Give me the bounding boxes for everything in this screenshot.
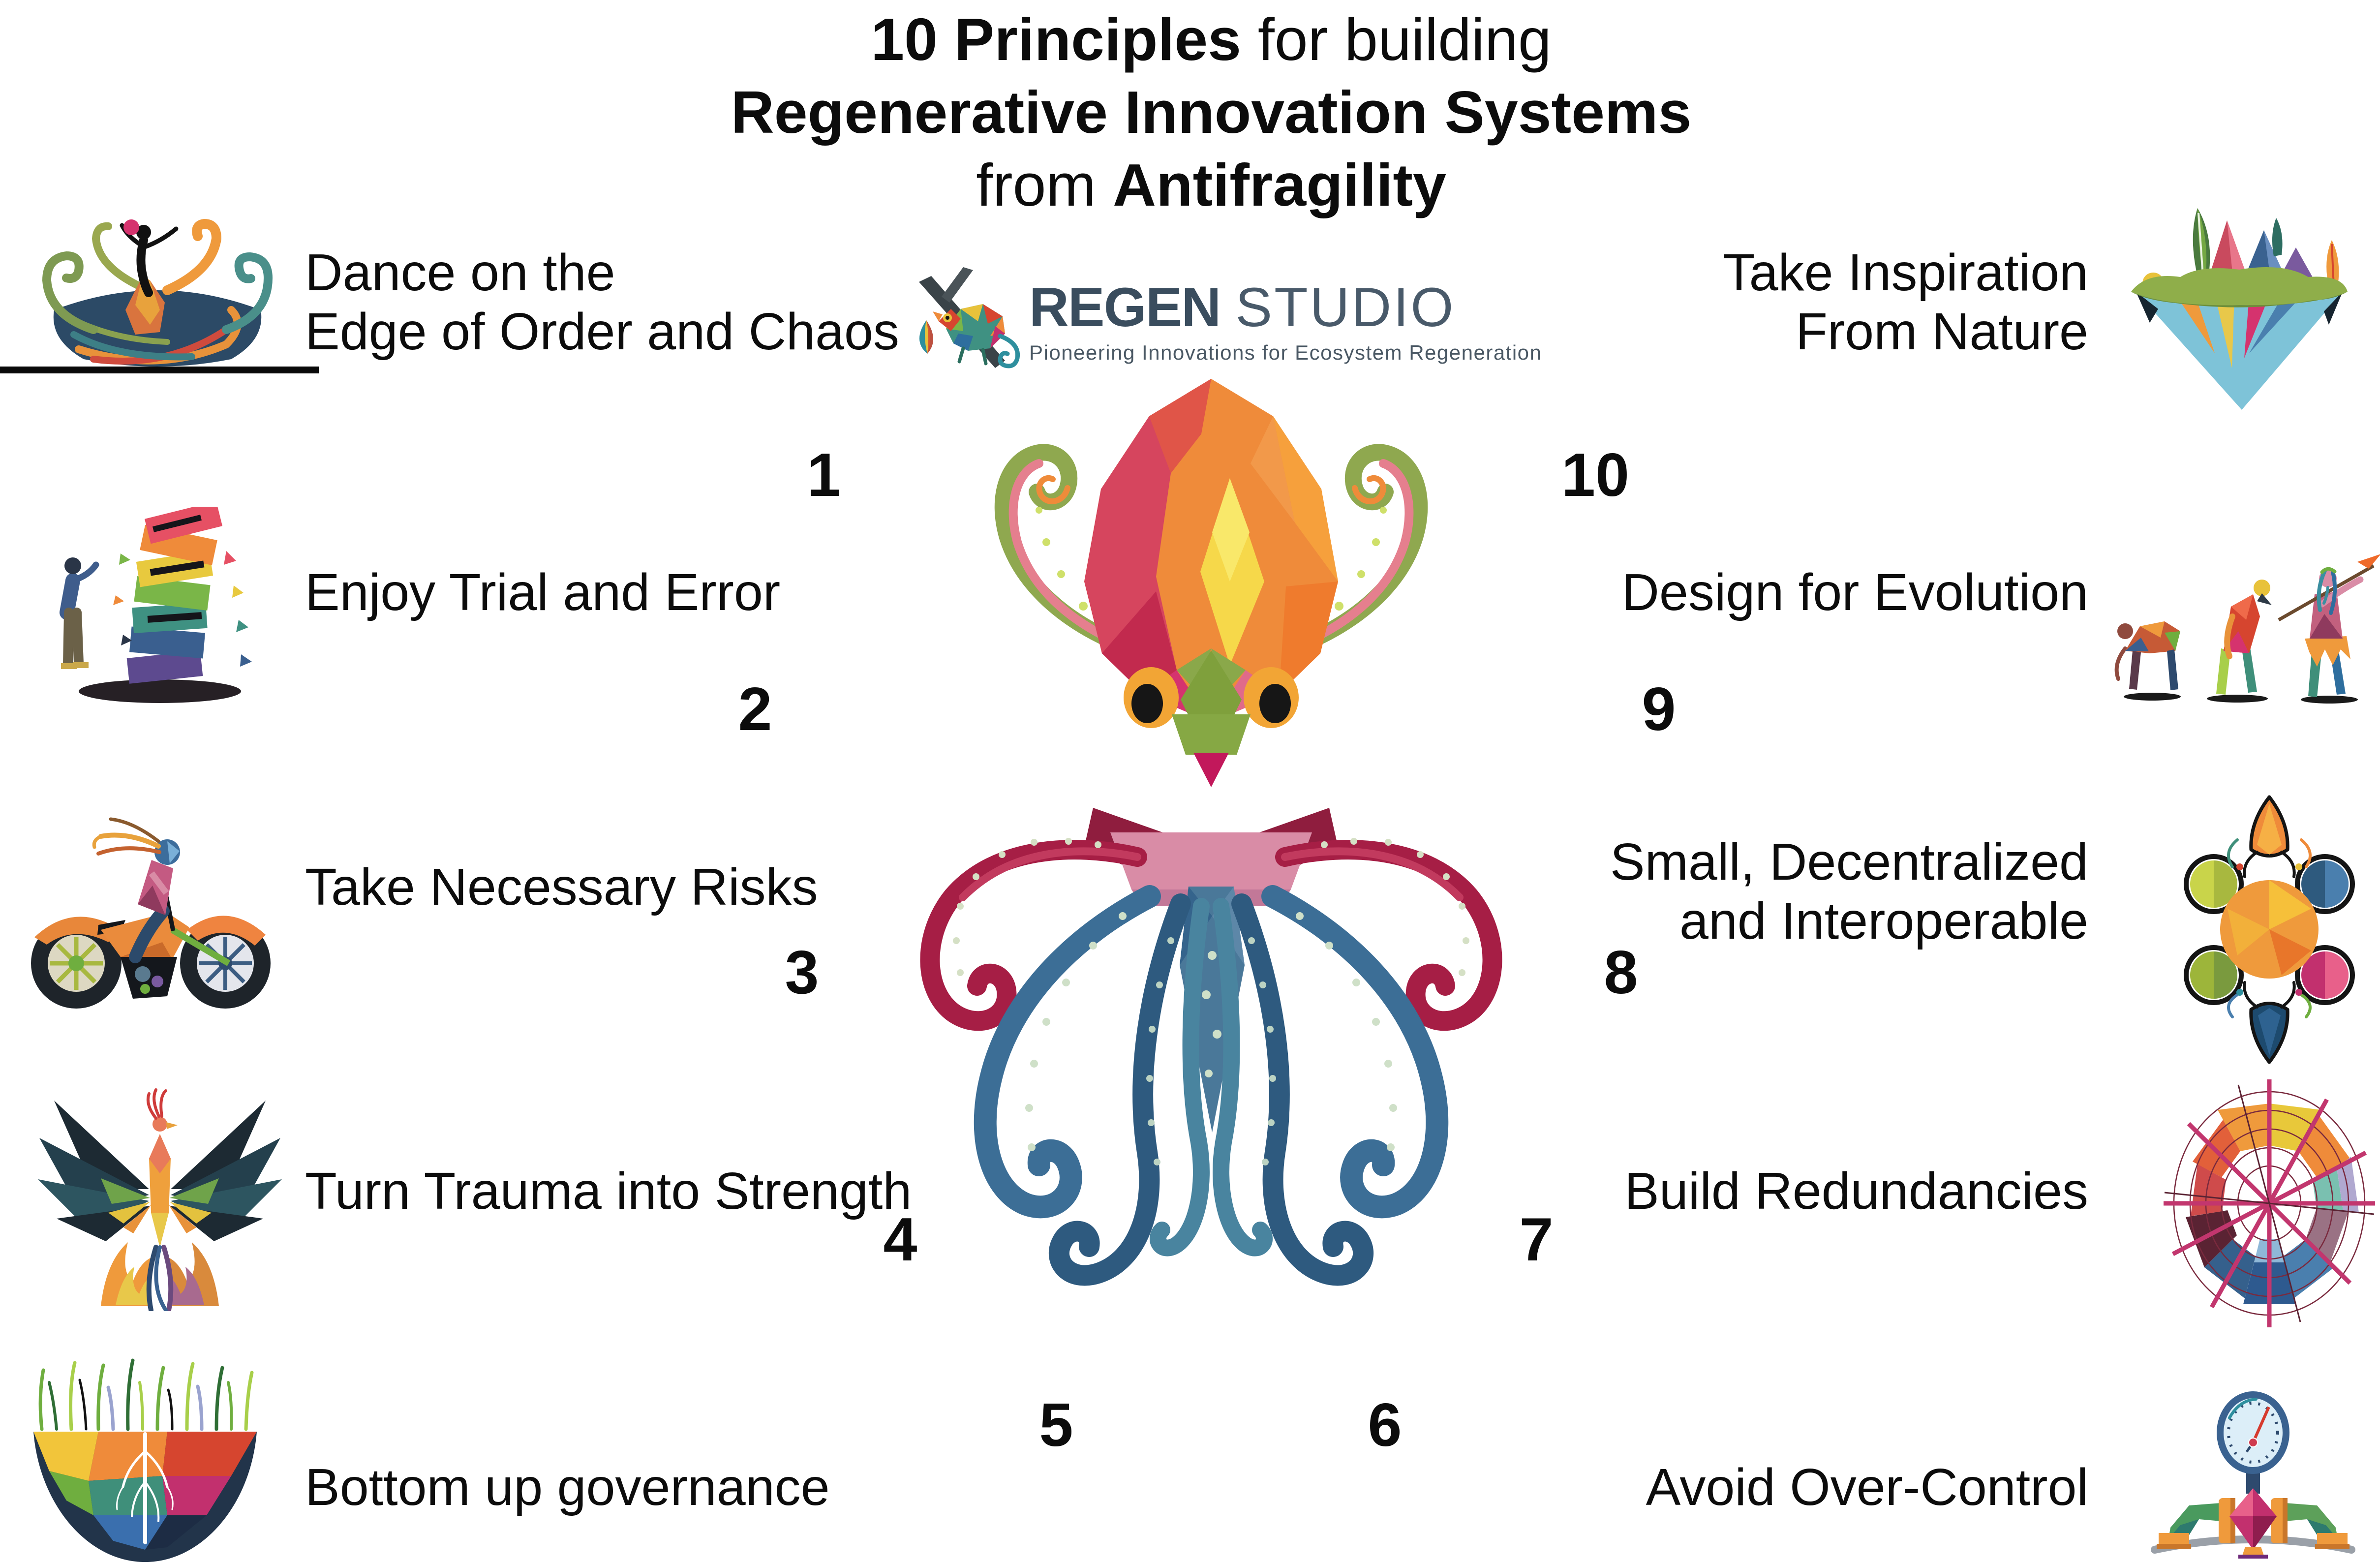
- dancer-icon: [42, 219, 273, 367]
- principle-label-5: Bottom up governance: [305, 1458, 830, 1516]
- evolution-icon: [2114, 554, 2380, 704]
- falling-blocks-icon: [60, 507, 252, 703]
- octopus-number-6: 6: [1368, 1391, 1402, 1459]
- octopus-number-4: 4: [883, 1206, 917, 1274]
- motorcycle-icon: [31, 817, 271, 1009]
- dancer-baseline: [0, 367, 319, 373]
- octopus-number-9: 9: [1642, 675, 1676, 743]
- logo-tagline: Pioneering Innovations for Ecosystem Reg…: [1029, 341, 1542, 364]
- principle-label-10: Take Inspiration From Nature: [1723, 244, 2088, 361]
- title-line-1: 10 Principles for building: [42, 3, 2380, 76]
- octopus-number-1: 1: [807, 441, 841, 509]
- title-line3-prefix: from: [976, 152, 1113, 218]
- octopus-number-3: 3: [785, 939, 819, 1007]
- octopus-number-10: 10: [1561, 441, 1629, 509]
- principle-label-7: Build Redundancies: [1624, 1162, 2088, 1220]
- octopus-number-7: 7: [1519, 1206, 1554, 1274]
- octopus-number-2: 2: [738, 675, 772, 743]
- principle-label-9: Design for Evolution: [1621, 563, 2088, 621]
- spiderweb-icon: [2164, 1079, 2375, 1327]
- page-title: 10 Principles for building Regenerative …: [42, 3, 2380, 221]
- roots-icon: [33, 1358, 257, 1562]
- octopus-number-8: 8: [1604, 939, 1638, 1007]
- principle-label-4: Turn Trauma into Strength: [305, 1162, 912, 1220]
- logo-wordmark: REGEN STUDIO: [1029, 276, 1542, 339]
- principle-label-2: Enjoy Trial and Error: [305, 563, 781, 621]
- pressure-gauge-icon: [2151, 1391, 2355, 1559]
- title-line3-bold: Antifragility: [1113, 152, 1446, 218]
- phoenix-icon: [38, 1088, 282, 1311]
- chameleon-icon: [919, 267, 1020, 368]
- principle-label-3: Take Necessary Risks: [305, 858, 818, 916]
- mandala-icon: [2184, 795, 2355, 1064]
- logo-name-secondary: STUDIO: [1235, 276, 1456, 338]
- title-line1-rest: for building: [1241, 6, 1552, 73]
- title-line1-bold: 10 Principles: [871, 6, 1241, 73]
- principle-label-8: Small, Decentralized and Interoperable: [1610, 833, 2088, 950]
- floating-island-icon: [2131, 208, 2348, 410]
- principle-label-6: Avoid Over-Control: [1646, 1458, 2088, 1516]
- octopus-illustration: [920, 379, 1560, 1334]
- principle-label-1: Dance on the Edge of Order and Chaos: [305, 244, 899, 361]
- octopus-number-5: 5: [1039, 1391, 1073, 1459]
- title-line-3: from Antifragility: [42, 149, 2380, 221]
- title-line-2: Regenerative Innovation Systems: [731, 79, 1692, 146]
- logo-block: REGEN STUDIO Pioneering Innovations for …: [1029, 276, 1542, 365]
- logo-name-primary: REGEN: [1029, 276, 1221, 338]
